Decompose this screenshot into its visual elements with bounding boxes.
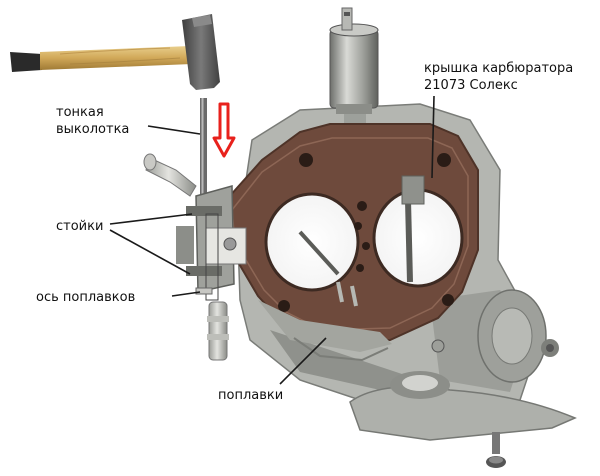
leader-punch — [147, 125, 201, 135]
label-floats: поплавки — [218, 387, 283, 404]
leader-float-axis — [171, 291, 201, 297]
label-posts-text: стойки — [56, 219, 104, 234]
label-thin-punch-line1: тонкая — [56, 105, 104, 120]
label-float-axis: ось поплавков — [36, 289, 135, 306]
leader-posts-1 — [109, 213, 193, 225]
label-thin-punch-line2: выколотка — [56, 122, 130, 137]
label-thin-punch: тонкая выколотка — [56, 104, 129, 138]
hammer — [10, 14, 220, 90]
leader-posts-2 — [109, 229, 191, 275]
direction-arrow — [212, 102, 236, 158]
label-floats-text: поплавки — [218, 388, 284, 403]
label-cover-line2: 21073 Солекс — [424, 78, 518, 93]
float-bracket — [176, 185, 247, 301]
label-cover-line1: крышка карбюратора — [424, 61, 574, 76]
fuel-fitting-top — [143, 153, 197, 197]
gasket-flange — [224, 123, 479, 353]
label-carburetor-cover: крышка карбюратора 21073 Солекс — [424, 60, 573, 94]
label-posts: стойки — [56, 218, 103, 235]
leader-floats — [279, 337, 327, 385]
leader-cover — [431, 95, 435, 179]
label-float-axis-text: ось поплавков — [36, 290, 136, 305]
float-chamber — [258, 300, 392, 362]
fuel-fitting-bottom — [207, 301, 229, 361]
callout-lines — [109, 95, 435, 385]
